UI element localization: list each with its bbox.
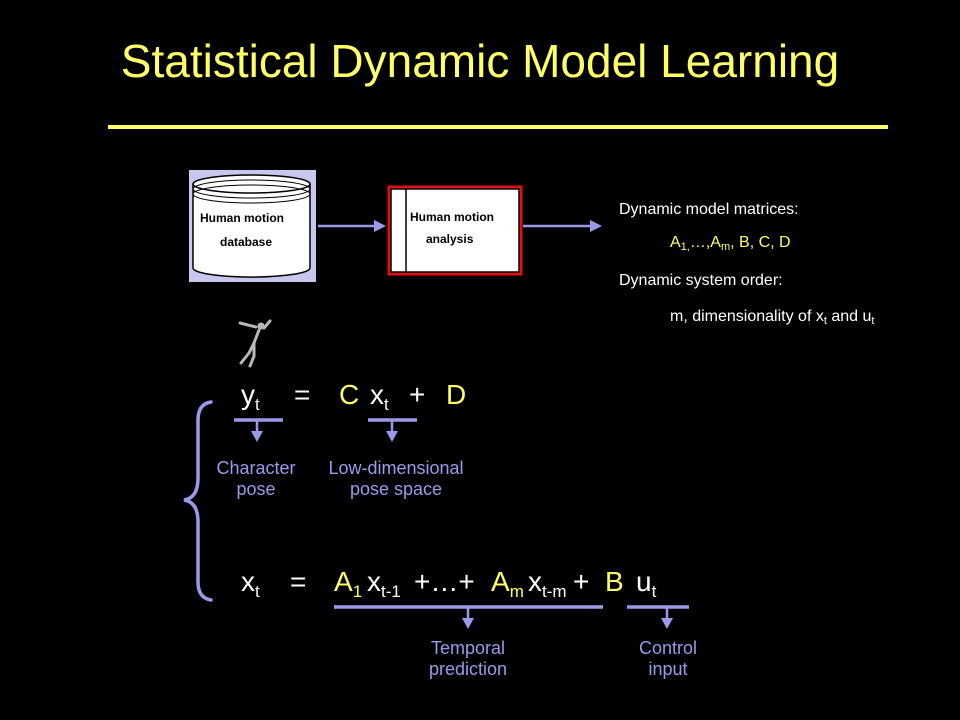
eq2-u: ut xyxy=(636,566,657,601)
matrices-heading: Dynamic model matrices: xyxy=(619,201,799,218)
page-title: Statistical Dynamic Model Learning xyxy=(120,35,840,87)
eq1-y: yt xyxy=(241,379,260,414)
eq1-D: D xyxy=(446,379,467,410)
arrow-x-icon xyxy=(368,418,417,442)
arrow-to-analysis-icon xyxy=(318,220,386,232)
eq1-plus: + xyxy=(409,379,426,410)
arrow-y-icon xyxy=(234,418,283,442)
eq1-C: C xyxy=(339,379,360,410)
eq2-equals: = xyxy=(290,566,307,597)
arrow-temporal-icon xyxy=(334,605,603,629)
analysis-label-line1: Human motion xyxy=(410,210,494,224)
analysis-box xyxy=(387,185,523,276)
eq2-x1: xt-1 xyxy=(367,566,401,601)
eq2-plus: + xyxy=(573,566,590,597)
eq2-B: B xyxy=(605,566,624,597)
order-line: m, dimensionality of xt and ut xyxy=(670,308,875,327)
eq2-mid: +…+ xyxy=(414,566,475,597)
database-label-line2: database xyxy=(220,235,273,249)
eq2-xm: xt-m xyxy=(528,566,567,601)
eq2-Am: Am xyxy=(491,566,524,601)
matrices-list: A1,…,Am, B, C, D xyxy=(670,234,791,253)
analysis-label-line2: analysis xyxy=(426,232,474,246)
dancer-figure-icon xyxy=(238,319,272,368)
eq2-x: xt xyxy=(241,566,260,601)
database-label-line1: Human motion xyxy=(200,211,284,225)
title-underline xyxy=(108,125,888,129)
order-heading: Dynamic system order: xyxy=(619,272,783,289)
arrow-to-outputs-icon xyxy=(523,220,602,232)
eq1-x: xt xyxy=(370,379,389,414)
curly-brace-icon xyxy=(183,400,213,602)
arrow-control-icon xyxy=(627,605,689,629)
database-cylinder-icon xyxy=(189,170,316,282)
eq2-A1: A1 xyxy=(334,566,363,601)
eq1-equals: = xyxy=(294,379,311,410)
